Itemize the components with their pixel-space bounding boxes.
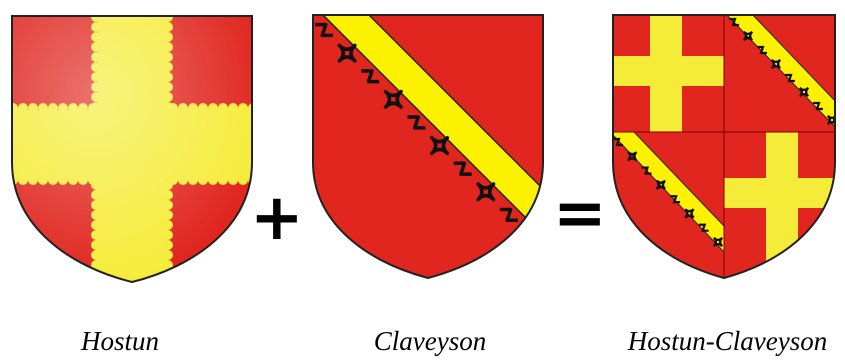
red-field <box>310 12 546 280</box>
hostun-claveyson-shield <box>610 12 838 280</box>
plus-sign: + <box>250 186 304 250</box>
equals-sign: = <box>553 182 607 246</box>
caption-claveyson: Claveyson <box>330 326 530 357</box>
quarter-1-cross <box>610 12 724 132</box>
hostun-shield <box>8 12 256 284</box>
claveyson-shield <box>310 12 546 280</box>
caption-hostun-claveyson: Hostun-Claveyson <box>610 326 845 357</box>
caption-hostun: Hostun <box>50 326 190 357</box>
quarter-4-cross <box>724 132 838 280</box>
